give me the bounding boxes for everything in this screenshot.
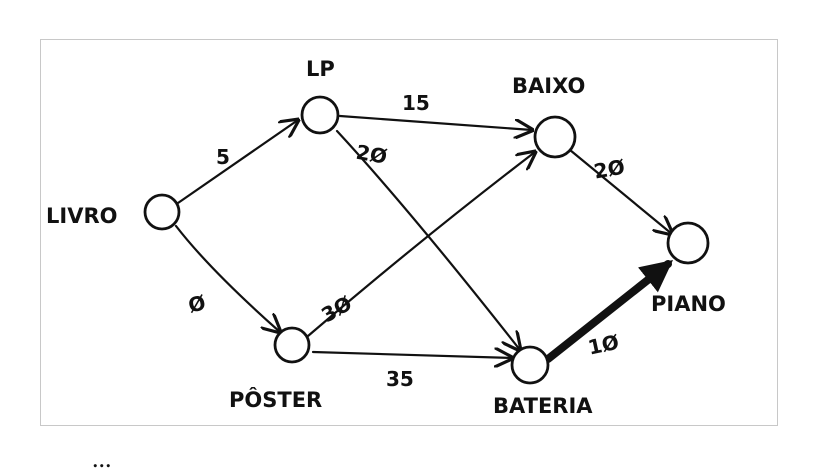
node-bateria (510, 345, 550, 385)
edge-poster-bateria (311, 352, 512, 358)
node-label-livro: LIVRO (46, 204, 117, 228)
edge-weight-lp-bateria: 2Ø (354, 140, 389, 169)
edge-livro-lp (176, 120, 298, 205)
edge-weight-poster-bateria: 35 (386, 367, 414, 391)
edge-weight-baixo-piano: 2Ø (592, 155, 627, 184)
node-livro (143, 193, 181, 231)
figure-caption: ... (92, 444, 112, 473)
edge-weight-livro-poster: Ø (186, 290, 209, 318)
edge-baixo-piano (568, 148, 672, 234)
graph-diagram: LIVRO LP PÔSTER BAIXO BATERIA PIANO 5 Ø … (46, 57, 726, 418)
edge-weight-bateria-piano: 1Ø (586, 330, 621, 360)
node-label-piano: PIANO (651, 292, 726, 316)
node-piano (666, 221, 710, 265)
edge-poster-baixo (306, 152, 535, 338)
node-label-lp: LP (306, 57, 335, 81)
node-baixo (533, 115, 577, 159)
node-label-poster: PÔSTER (229, 387, 322, 412)
node-lp (300, 95, 340, 135)
edge-lp-bateria (335, 129, 520, 350)
node-label-baixo: BAIXO (512, 74, 585, 98)
edge-bateria-piano (544, 260, 674, 363)
edge-weight-livro-lp: 5 (216, 145, 230, 169)
node-poster (273, 326, 311, 364)
edge-weight-lp-baixo: 15 (402, 91, 430, 115)
edge-livro-poster (174, 224, 280, 332)
node-label-bateria: BATERIA (493, 394, 593, 418)
edge-lp-baixo (338, 114, 532, 130)
